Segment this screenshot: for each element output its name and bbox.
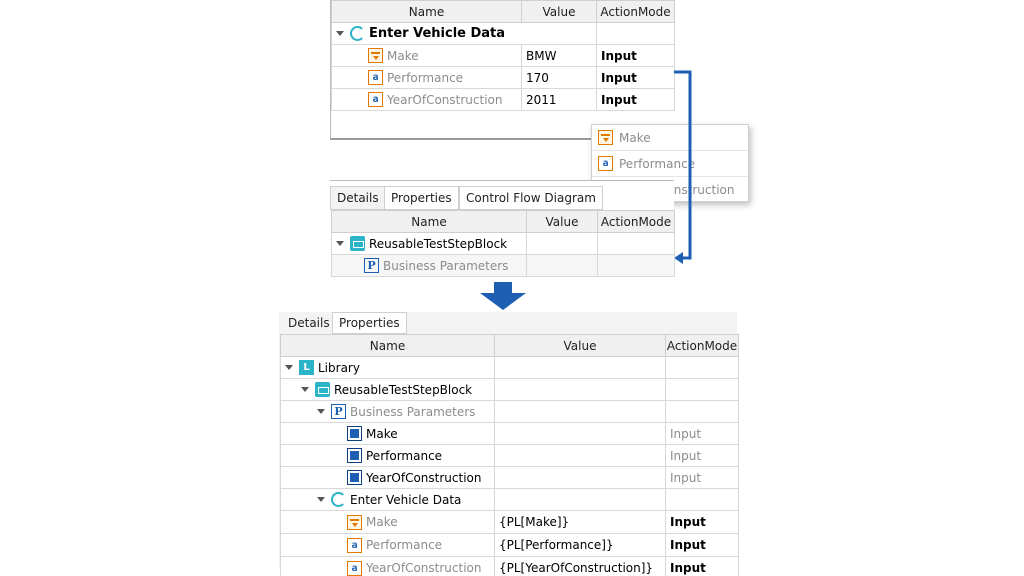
param-icon: P bbox=[364, 258, 379, 273]
expand-toggle-icon[interactable] bbox=[317, 409, 325, 414]
param-name: Performance bbox=[366, 448, 443, 463]
expand-toggle-icon[interactable] bbox=[285, 365, 293, 370]
library-icon: L bbox=[299, 360, 314, 375]
attr-name: YearOfConstruction bbox=[366, 561, 482, 575]
tab-control-flow-diagram[interactable]: Control Flow Diagram bbox=[459, 186, 603, 210]
attr-value[interactable]: {PL[YearOfConstruction]} bbox=[494, 556, 666, 576]
table-row[interactable]: a YearOfConstruction {PL[YearOfConstructi… bbox=[280, 556, 739, 576]
attr-name: Make bbox=[387, 48, 419, 63]
attr-action[interactable]: Input bbox=[596, 44, 675, 67]
block-label: ReusableTestStepBlock bbox=[369, 236, 508, 251]
tab-properties[interactable]: Properties bbox=[332, 312, 407, 334]
tree-row-params[interactable]: P Business Parameters bbox=[280, 400, 739, 423]
library-label: Library bbox=[318, 360, 360, 375]
col-name-header[interactable]: Name bbox=[331, 210, 527, 233]
tree-row-module[interactable]: Enter Vehicle Data bbox=[280, 488, 739, 511]
col-action-header[interactable]: ActionMode bbox=[596, 0, 675, 23]
table-row[interactable]: a Performance 170 Input bbox=[331, 66, 675, 89]
attr-value[interactable]: {PL[Make]} bbox=[494, 510, 666, 534]
expand-toggle-icon[interactable] bbox=[301, 387, 309, 392]
attr-value[interactable]: 170 bbox=[521, 66, 597, 89]
drag-arrow-icon bbox=[674, 70, 692, 264]
top-grid: Name Value ActionMode Enter Vehicle Data… bbox=[331, 0, 675, 111]
text-field-icon: a bbox=[598, 156, 613, 171]
col-action-header[interactable]: ActionMode bbox=[665, 334, 739, 357]
business-param-icon bbox=[347, 448, 362, 463]
text-field-icon: a bbox=[368, 92, 383, 107]
col-name-header[interactable]: Name bbox=[331, 0, 522, 23]
table-row[interactable]: a YearOfConstruction 2011 Input bbox=[331, 88, 675, 111]
attr-action[interactable]: Input bbox=[596, 66, 675, 89]
bottom-grid: Name Value ActionMode L Library ReusableT… bbox=[280, 334, 739, 576]
select-field-icon bbox=[368, 48, 383, 63]
param-action[interactable]: Input bbox=[665, 444, 739, 467]
col-value-header[interactable]: Value bbox=[521, 0, 597, 23]
attr-name: Performance bbox=[387, 70, 464, 85]
attr-action[interactable]: Input bbox=[665, 510, 739, 534]
attr-name: Performance bbox=[366, 538, 443, 552]
attr-action[interactable]: Input bbox=[665, 556, 739, 576]
business-param-icon bbox=[347, 470, 362, 485]
select-field-icon bbox=[598, 130, 613, 145]
business-param-icon bbox=[347, 426, 362, 441]
down-arrow-icon bbox=[480, 282, 526, 310]
tab-properties[interactable]: Properties bbox=[384, 186, 459, 210]
col-action-header[interactable]: ActionMode bbox=[597, 210, 675, 233]
text-field-icon: a bbox=[347, 537, 362, 553]
param-icon: P bbox=[331, 404, 346, 419]
table-row[interactable]: Performance Input bbox=[280, 444, 739, 467]
table-row[interactable]: Make {PL[Make]} Input bbox=[280, 510, 739, 534]
tree-row-params[interactable]: P Business Parameters bbox=[331, 254, 675, 277]
expand-toggle-icon[interactable] bbox=[336, 31, 344, 36]
attr-name: Make bbox=[366, 515, 398, 529]
dragged-item: Make bbox=[592, 125, 748, 151]
block-label: ReusableTestStepBlock bbox=[334, 382, 473, 397]
col-value-header[interactable]: Value bbox=[526, 210, 598, 233]
attr-action[interactable]: Input bbox=[665, 533, 739, 557]
tab-details[interactable]: Details bbox=[282, 312, 336, 334]
table-row[interactable]: Make Input bbox=[280, 422, 739, 445]
attr-value[interactable]: 2011 bbox=[521, 88, 597, 111]
module-label: Enter Vehicle Data bbox=[369, 26, 506, 41]
select-field-icon bbox=[347, 514, 362, 530]
params-label: Business Parameters bbox=[350, 404, 476, 419]
expand-toggle-icon[interactable] bbox=[336, 241, 344, 246]
tree-row-library[interactable]: L Library bbox=[280, 356, 739, 379]
table-row[interactable]: YearOfConstruction Input bbox=[280, 466, 739, 489]
attr-value[interactable]: BMW bbox=[521, 44, 597, 67]
text-field-icon: a bbox=[347, 560, 362, 576]
tab-details[interactable]: Details bbox=[330, 186, 386, 210]
attr-value[interactable]: {PL[Performance]} bbox=[494, 533, 666, 557]
tree-row-block[interactable]: ReusableTestStepBlock bbox=[331, 232, 675, 255]
col-value-header[interactable]: Value bbox=[494, 334, 666, 357]
expand-toggle-icon[interactable] bbox=[317, 497, 325, 502]
param-name: YearOfConstruction bbox=[366, 470, 482, 485]
attr-name: YearOfConstruction bbox=[387, 92, 503, 107]
tree-row-module[interactable]: Enter Vehicle Data bbox=[331, 22, 675, 45]
module-label: Enter Vehicle Data bbox=[350, 492, 462, 507]
module-refresh-icon bbox=[331, 492, 346, 507]
col-name-header[interactable]: Name bbox=[280, 334, 495, 357]
block-folder-icon bbox=[315, 382, 330, 397]
block-folder-icon bbox=[350, 236, 365, 251]
param-action[interactable]: Input bbox=[665, 422, 739, 445]
params-label: Business Parameters bbox=[383, 258, 509, 273]
text-field-icon: a bbox=[368, 70, 383, 85]
middle-grid: Name Value ActionMode ReusableTestStepBl… bbox=[331, 210, 675, 277]
param-name: Make bbox=[366, 426, 398, 441]
tree-row-block[interactable]: ReusableTestStepBlock bbox=[280, 378, 739, 401]
table-row[interactable]: a Performance {PL[Performance]} Input bbox=[280, 533, 739, 557]
table-row[interactable]: Make BMW Input bbox=[331, 44, 675, 67]
param-action[interactable]: Input bbox=[665, 466, 739, 489]
module-refresh-icon bbox=[350, 26, 365, 41]
attr-action[interactable]: Input bbox=[596, 88, 675, 111]
